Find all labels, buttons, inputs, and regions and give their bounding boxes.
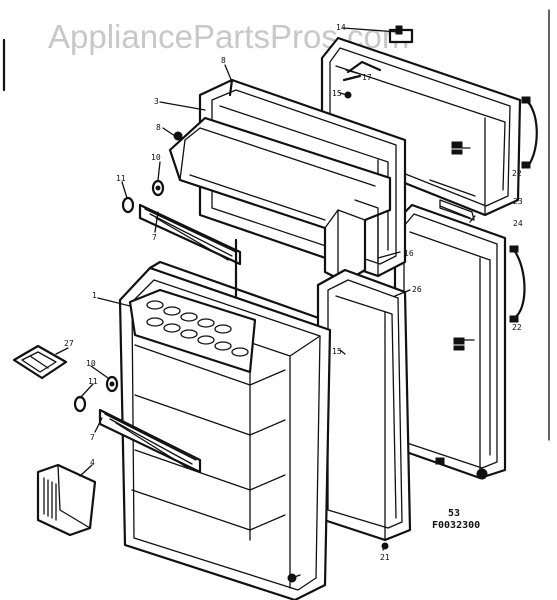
callout-10-upper: 10 — [151, 153, 161, 162]
callout-15-upper: 15 — [332, 89, 342, 98]
callout-7-upper: 7 — [152, 233, 157, 242]
door-shelves — [131, 344, 286, 541]
lower-shelf-bar — [98, 408, 202, 474]
freezer-door-gasket — [429, 141, 476, 223]
callout-22-upper: 22 — [512, 169, 522, 178]
callout-10-lower: 10 — [86, 359, 96, 368]
callout-labels: 3 8 8 10 11 7 1 10 11 7 4 27 14 17 15 15… — [64, 23, 523, 562]
shelf-retainer-lower — [73, 375, 297, 583]
callout-1: 1 — [92, 291, 97, 300]
top-hinge — [342, 25, 414, 99]
callout-15-lower: 15 — [332, 347, 342, 356]
callout-3: 3 — [154, 97, 159, 106]
callout-8-top: 8 — [221, 56, 226, 65]
part-27-grille — [12, 344, 68, 380]
part-4-vent — [36, 463, 97, 537]
leader-lines — [55, 27, 475, 579]
callout-11-lower: 11 — [88, 377, 98, 386]
callout-23: 23 — [513, 197, 523, 206]
callout-21: 21 — [380, 553, 390, 562]
callout-26: 26 — [412, 285, 422, 294]
callout-14: 14 — [336, 23, 346, 32]
callout-8-bin: 8 — [156, 123, 161, 132]
diagram-code-top: 53 — [448, 508, 460, 519]
fresh-food-door-liner — [118, 266, 332, 600]
diagram-code: F0032300 — [432, 520, 480, 531]
freezer-door-handle — [521, 96, 538, 169]
fresh-food-door-outer-panel — [393, 203, 507, 480]
callout-24: 24 — [513, 219, 523, 228]
callout-17: 17 — [362, 73, 372, 82]
callout-27: 27 — [64, 339, 74, 348]
callout-7-lower: 7 — [90, 433, 95, 442]
fresh-food-door-liner-frame — [316, 268, 412, 550]
freezer-door-liner-bin — [168, 116, 392, 284]
callout-16: 16 — [404, 249, 414, 258]
egg-rack — [128, 288, 257, 374]
callout-4: 4 — [90, 458, 95, 467]
fresh-food-door-handle — [509, 245, 526, 323]
callout-22-lower: 22 — [512, 323, 522, 332]
freezer-shelf-bar — [138, 203, 242, 266]
shelf-retainer-upper — [121, 131, 183, 214]
callout-11-upper: 11 — [116, 174, 126, 183]
